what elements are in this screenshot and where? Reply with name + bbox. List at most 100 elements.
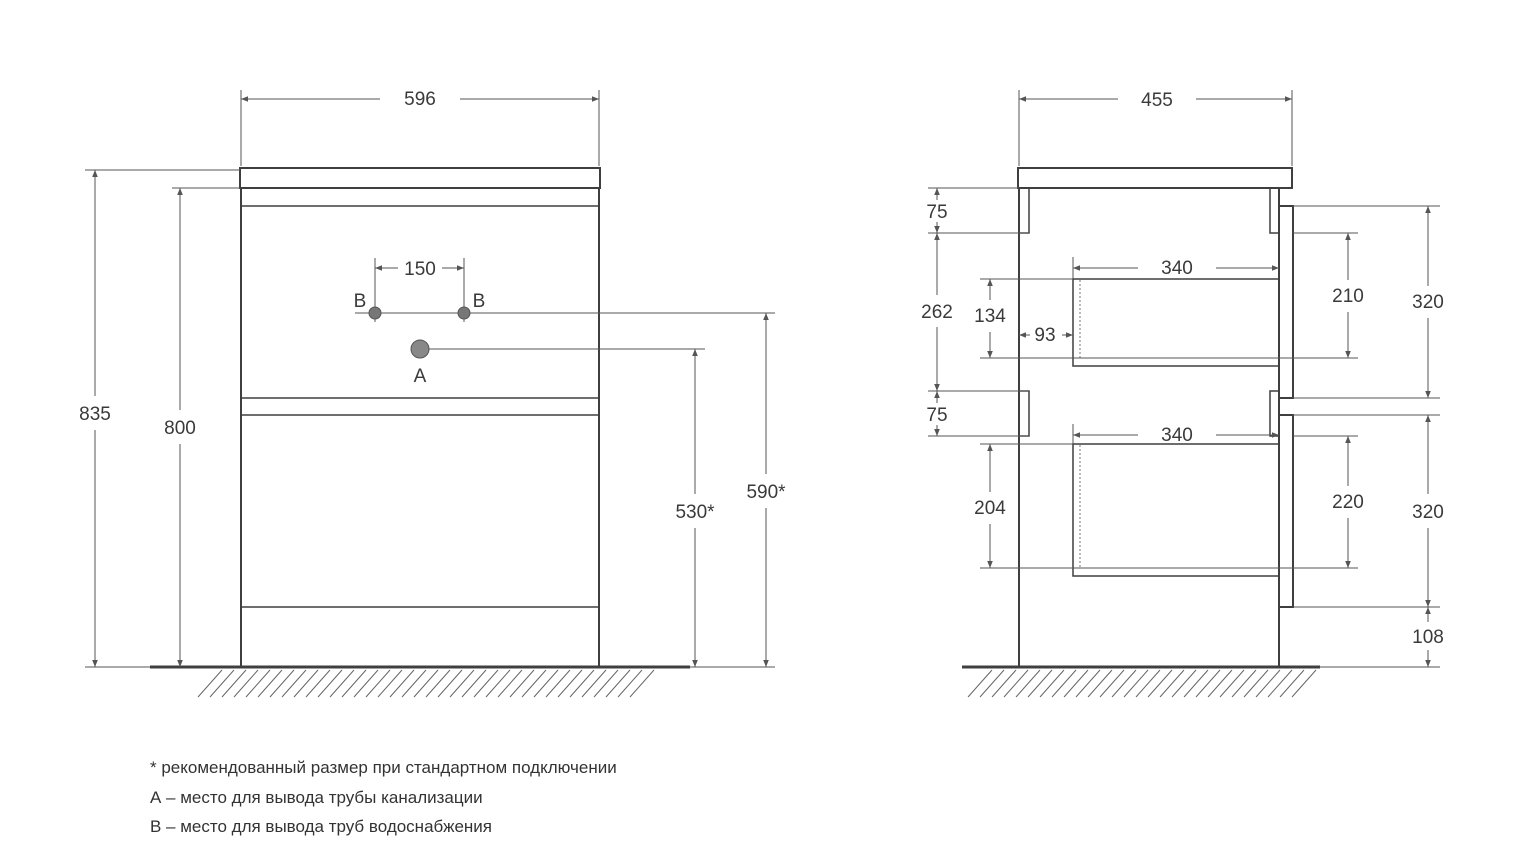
note-recommended: * рекомендованный размер при стандартном… [150,758,617,777]
floor-hatch-line [1051,669,1077,698]
floor-hatch-line [305,669,331,698]
floor-hatch-line [437,669,463,698]
top-rail-label: 75 [926,202,947,223]
floor-hatch-line [209,669,235,698]
floor-hatch-line [1159,669,1185,698]
floor-hatch-line [545,669,571,698]
front-width-label: 596 [404,89,436,110]
front-total-height-label: 835 [79,404,111,425]
lower-inner-height-label: 220 [1332,492,1364,513]
floor-hatch-line [353,669,379,698]
front-floor-hatch [197,669,655,698]
floor-hatch-line [197,669,223,698]
floor-hatch-line [967,669,993,698]
front-view: 596 835 800 150 B B A 530* [79,89,786,698]
floor-hatch-line [629,669,655,698]
drain-point [410,339,430,359]
floor-hatch-line [497,669,523,698]
floor-hatch-line [1015,669,1041,698]
floor-hatch-line [233,669,259,698]
lower-box-depth-label: 340 [1161,425,1193,446]
floor-hatch-line [1135,669,1161,698]
floor-hatch-line [1279,669,1305,698]
floor-hatch-line [1231,669,1257,698]
lower-facade-label: 320 [1412,502,1444,523]
floor-hatch-line [1039,669,1065,698]
floor-hatch-line [1123,669,1149,698]
note-supply: В – место для вывода труб водоснабжения [150,817,492,836]
floor-hatch-line [401,669,427,698]
supply-point-right [457,306,471,320]
floor-hatch-line [1291,669,1317,698]
floor-hatch-line [341,669,367,698]
floor-hatch-line [617,669,643,698]
upper-box-depth-label: 340 [1161,258,1193,279]
floor-hatch-line [1099,669,1125,698]
lower-drawer-box [1072,443,1280,577]
floor-hatch-line [1063,669,1089,698]
floor-hatch-line [991,669,1017,698]
floor-hatch-line [293,669,319,698]
plinth-label: 108 [1412,627,1444,648]
upper-zone-label: 262 [921,302,953,323]
lower-drawer-facade [1278,414,1294,608]
floor-hatch-line [1183,669,1209,698]
floor-hatch-line [1219,669,1245,698]
floor-hatch-line [257,669,283,698]
floor-hatch-line [365,669,391,698]
floor-hatch-line [1207,669,1233,698]
floor-hatch-line [377,669,403,698]
floor-hatch-line [245,669,271,698]
upper-inner-height-label: 210 [1332,286,1364,307]
floor-hatch-line [581,669,607,698]
upper-drawer-box [1072,278,1280,367]
supply-spacing-label: 150 [404,259,436,280]
supply-height-label: 590* [746,482,786,503]
floor-hatch-line [979,669,1005,698]
floor-hatch-line [449,669,475,698]
floor-hatch-line [593,669,619,698]
floor-hatch-line [521,669,547,698]
floor-hatch-line [1243,669,1269,698]
side-mid-rail-front [1269,390,1280,437]
floor-hatch-line [1111,669,1137,698]
floor-hatch-line [569,669,595,698]
supply-point-left [368,306,382,320]
floor-hatch-line [1087,669,1113,698]
upper-facade-label: 320 [1412,292,1444,313]
floor-hatch-line [485,669,511,698]
front-cabinet-body [240,187,600,668]
floor-hatch-line [425,669,451,698]
floor-hatch-line [269,669,295,698]
box-offset-label: 93 [1034,325,1055,346]
floor-hatch-line [1147,669,1173,698]
floor-hatch-line [1003,669,1029,698]
floor-hatch-line [461,669,487,698]
floor-hatch-line [1195,669,1221,698]
floor-hatch-line [1075,669,1101,698]
lower-box-height-label: 204 [974,498,1006,519]
floor-hatch-line [473,669,499,698]
floor-hatch-line [1027,669,1053,698]
floor-hatch-line [605,669,631,698]
floor-hatch-line [509,669,535,698]
side-top-rail-back [1018,187,1030,234]
floor-hatch-line [317,669,343,698]
upper-drawer-facade [1278,205,1294,399]
floor-hatch-line [329,669,355,698]
drain-label: A [414,366,427,387]
side-floor-hatch [967,669,1317,698]
side-countertop [1017,167,1293,189]
floor-hatch-line [413,669,439,698]
floor-hatch-line [281,669,307,698]
supply-label-right: B [473,291,486,312]
floor-hatch-line [1255,669,1281,698]
front-body-height-label: 800 [164,418,196,439]
mid-rail-label: 75 [926,405,947,426]
supply-label-left: B [354,291,367,312]
floor-hatch-line [1267,669,1293,698]
front-countertop [239,167,601,189]
note-drain: А – место для вывода трубы канализации [150,787,483,807]
floor-hatch-line [1171,669,1197,698]
